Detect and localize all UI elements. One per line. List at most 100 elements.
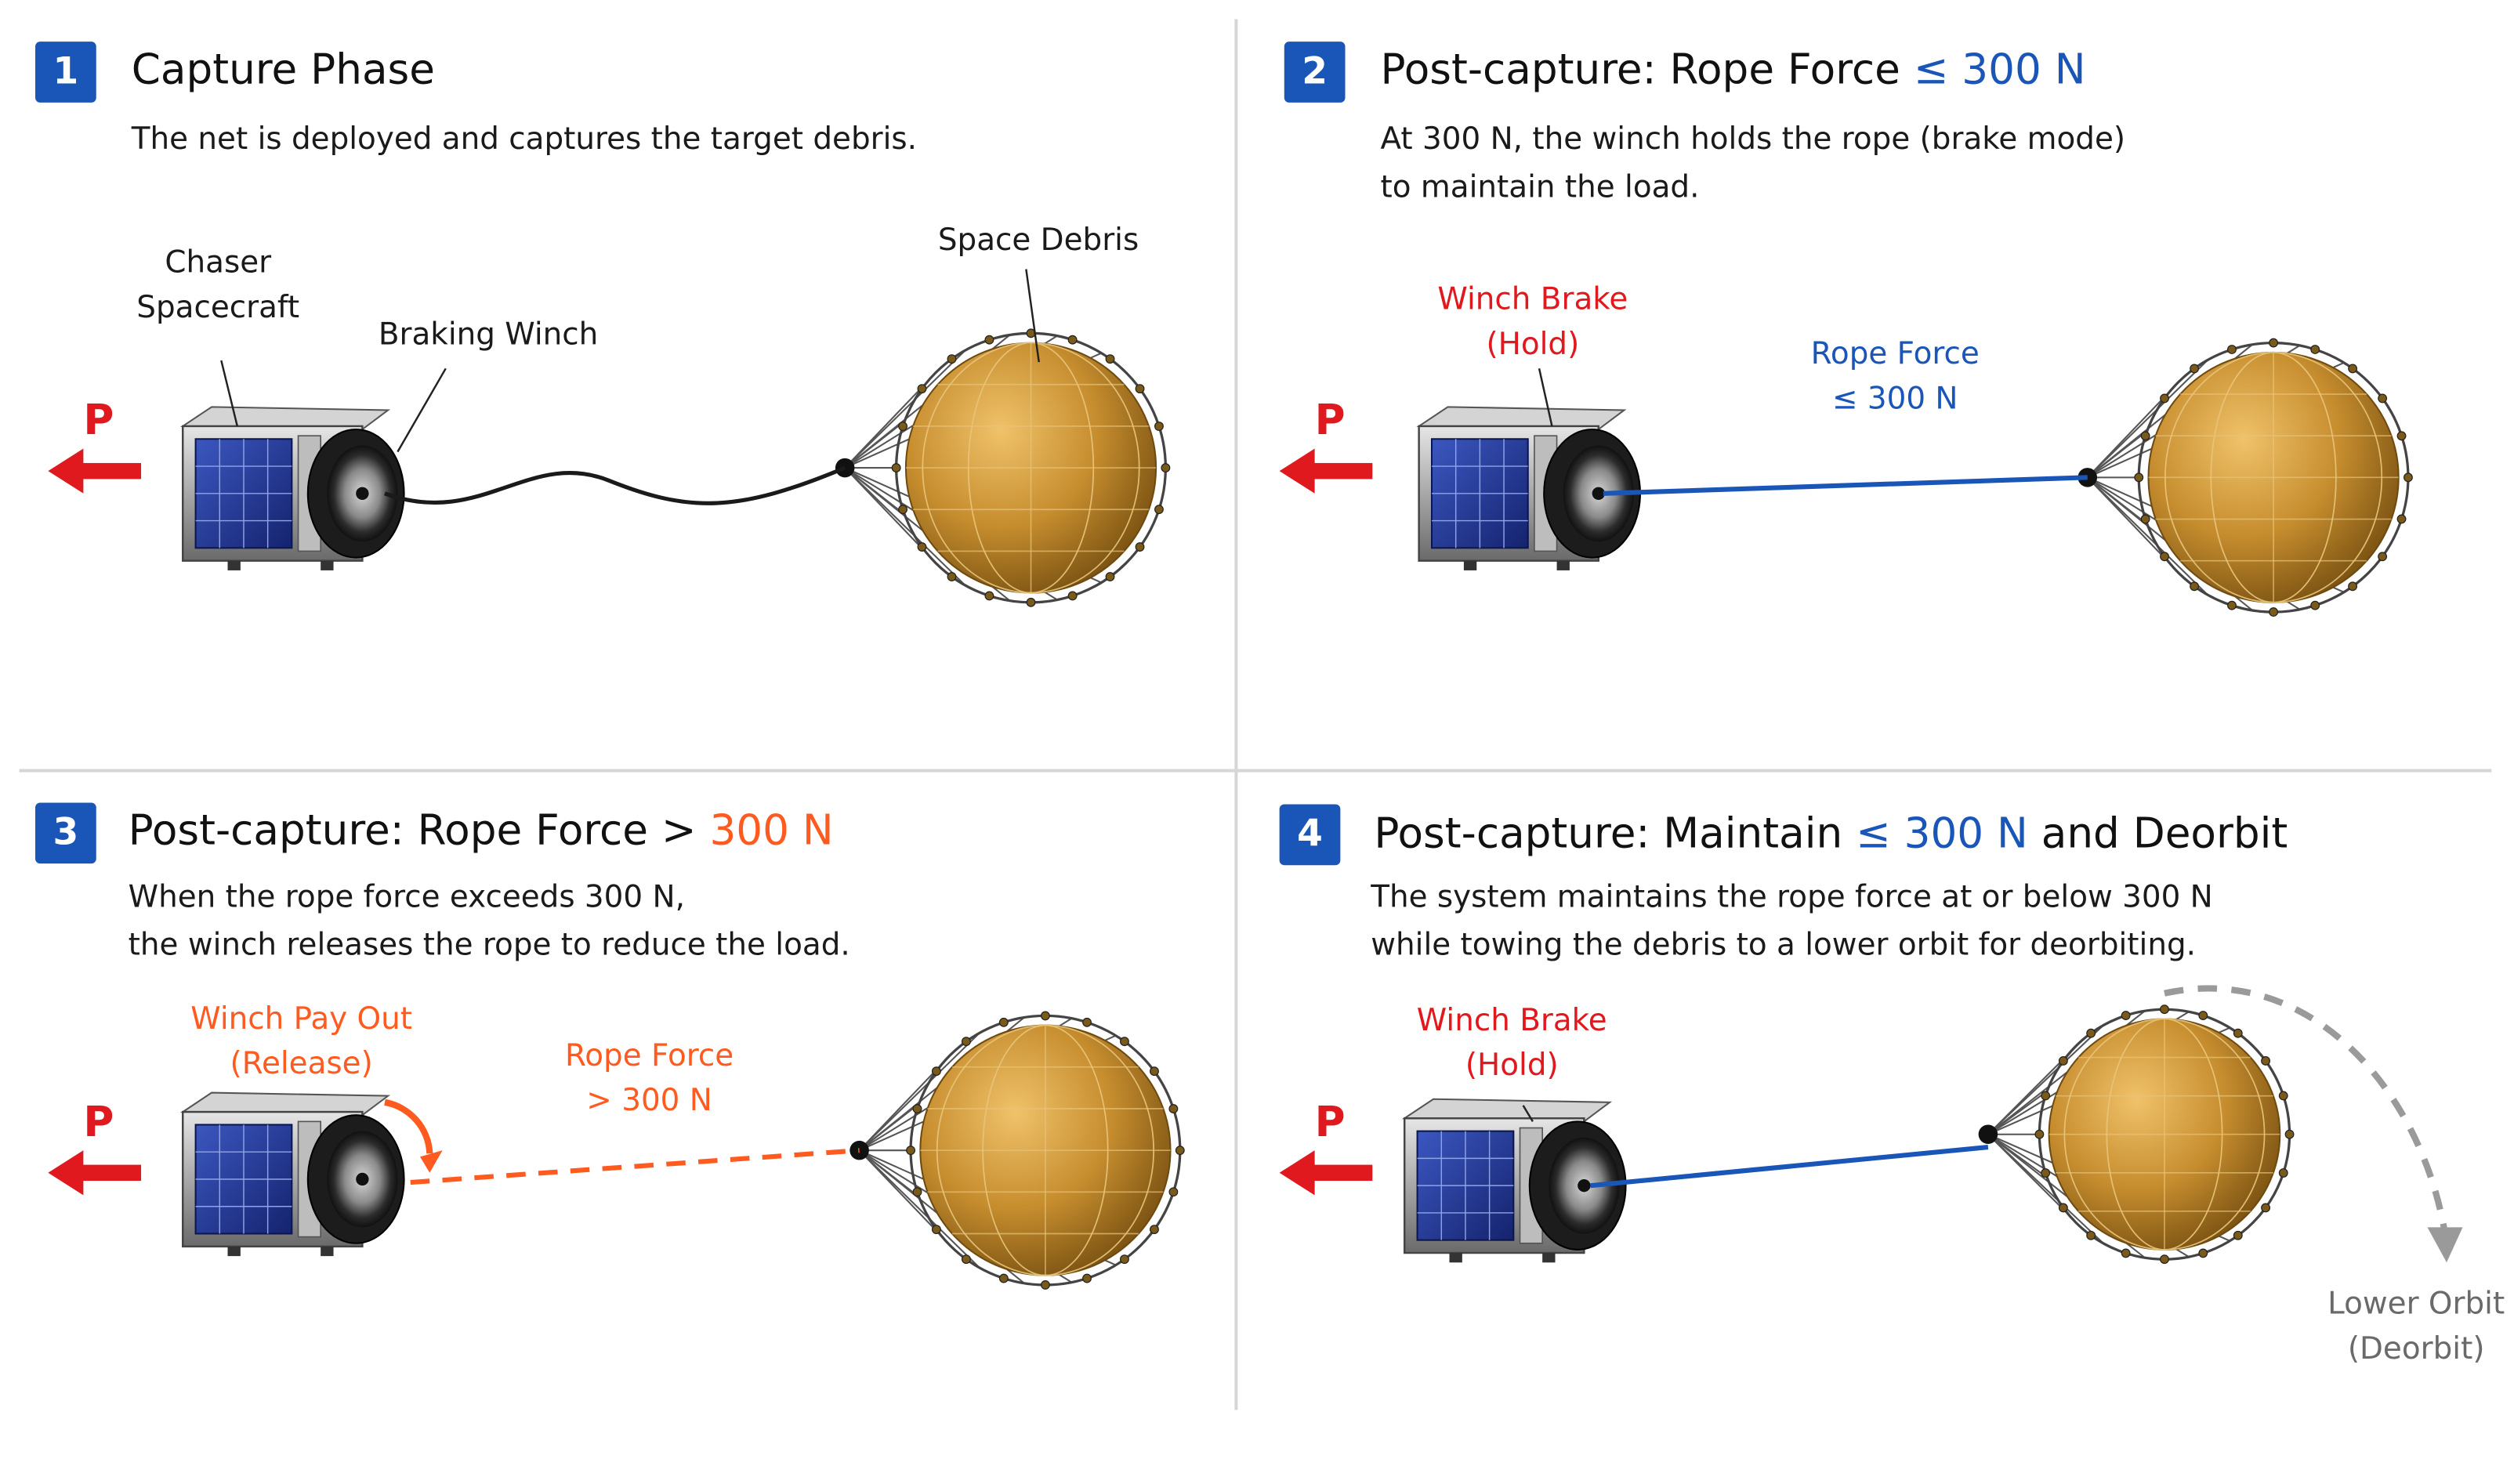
net-weight xyxy=(2227,600,2237,610)
net-weight xyxy=(931,1225,941,1235)
net-weight xyxy=(1175,1146,1185,1156)
hold-scene xyxy=(1279,338,2413,617)
title-prefix: Post-capture: Maintain xyxy=(1374,810,1857,860)
leader-line xyxy=(220,360,238,427)
net-weight xyxy=(2396,431,2407,441)
arrow-shaft xyxy=(74,1164,142,1182)
chaser-spacecraft xyxy=(179,406,405,570)
diagram-stage: 1 Capture Phase The net is deployed and … xyxy=(0,0,2505,1410)
release-scene xyxy=(48,1011,1185,1290)
step-number: 3 xyxy=(53,812,79,854)
rope-force-label: Rope Force > 300 N xyxy=(561,1033,737,1124)
tether-rope xyxy=(384,465,846,505)
net-weight xyxy=(2041,1168,2051,1178)
net-cord xyxy=(1987,1024,2104,1135)
net-cord xyxy=(2087,476,2172,566)
orbit-line-2: (Deorbit) xyxy=(2347,1331,2485,1367)
tether-rope-taut xyxy=(1603,475,2088,496)
vertical-divider xyxy=(1234,19,1238,1410)
net-weight xyxy=(2190,581,2200,592)
net-weight xyxy=(2121,1011,2131,1020)
net-weight xyxy=(1168,1187,1179,1197)
net-weight xyxy=(912,1104,922,1114)
net-weight xyxy=(2134,472,2144,483)
panel-capture-phase: 1 Capture Phase The net is deployed and … xyxy=(0,0,1234,715)
leader-line xyxy=(397,367,447,453)
net-weight xyxy=(2160,552,2169,562)
horizontal-divider xyxy=(19,769,2492,773)
net-cord xyxy=(2087,476,2208,595)
winch-line-1: Winch Brake xyxy=(1437,281,1628,317)
space-debris xyxy=(1978,1004,2295,1265)
net-weight xyxy=(1120,1037,1129,1047)
net-weight xyxy=(2284,1129,2295,1139)
net-weight xyxy=(912,1187,922,1197)
desc-line-2: to maintain the load. xyxy=(1380,169,1700,205)
pull-arrow-icon xyxy=(48,448,142,494)
net-weight xyxy=(2058,1056,2068,1066)
space-debris xyxy=(835,328,1171,607)
net-weight xyxy=(2140,431,2150,441)
panel-rope-force-release: 3 Post-capture: Rope Force > 300 N When … xyxy=(0,769,1234,1484)
net-weight xyxy=(2378,393,2388,404)
net-weight xyxy=(2121,1248,2131,1258)
leader-line xyxy=(1025,269,1040,363)
rope-line-2: ≤ 300 N xyxy=(1831,381,1958,417)
pull-arrow-icon xyxy=(1279,1150,1373,1196)
winch-line-2: (Hold) xyxy=(1465,1048,1559,1084)
arrow-head xyxy=(48,1150,84,1196)
foot xyxy=(321,1246,334,1257)
deorbit-path xyxy=(2164,985,2449,1235)
braking-winch-label: Braking Winch xyxy=(378,317,599,353)
net-cord xyxy=(858,1149,980,1269)
net-weight xyxy=(2278,1168,2288,1178)
panel-description: The system maintains the rope force at o… xyxy=(1371,873,2213,969)
pull-arrow-icon xyxy=(1279,448,1373,494)
desc-line-1: When the rope force exceeds 300 N, xyxy=(128,879,685,915)
step-badge-1: 1 xyxy=(35,42,96,103)
winch-pay-out-label: Winch Pay Out (Release) xyxy=(189,997,413,1087)
net-weight xyxy=(998,1273,1009,1283)
title-suffix: and Deorbit xyxy=(2027,810,2288,860)
net-weight xyxy=(931,1066,941,1077)
rope-line-1: Rope Force xyxy=(1810,336,1980,372)
desc-line-2: while towing the debris to a lower orbit… xyxy=(1371,927,2197,963)
net-weight xyxy=(1168,1104,1179,1114)
net-weight xyxy=(1154,422,1164,431)
net-weight xyxy=(2034,1129,2045,1139)
desc-line-1: At 300 N, the winch holds the rope (brak… xyxy=(1380,121,2126,157)
net-weight xyxy=(2140,514,2150,524)
net-weight xyxy=(2261,1203,2271,1213)
net-weight xyxy=(917,384,927,394)
net-weight xyxy=(2404,472,2413,483)
panel-title: Post-capture: Rope Force ≤ 300 N xyxy=(1381,46,2086,94)
chaser-spacecraft xyxy=(1401,1098,1627,1263)
net-weight xyxy=(2058,1203,2068,1213)
panel-title: Post-capture: Rope Force > 300 N xyxy=(129,808,834,856)
net-weight xyxy=(2227,345,2237,354)
foot xyxy=(1463,560,1477,570)
net-weight xyxy=(2310,345,2320,354)
net-weight xyxy=(2233,1028,2243,1038)
net-weight xyxy=(1150,1225,1159,1235)
net-cord xyxy=(844,467,905,516)
arrow-shaft xyxy=(74,462,142,480)
net-weight xyxy=(1067,591,1078,601)
net-weight xyxy=(1135,542,1145,552)
net-cord xyxy=(2087,476,2148,525)
net-cord xyxy=(1987,1133,2070,1217)
net-weight xyxy=(2160,393,2169,404)
capture-scene xyxy=(48,269,1171,607)
net-weight xyxy=(1105,354,1115,364)
winch-hub xyxy=(1592,487,1605,500)
title-threshold: ≤ 300 N xyxy=(1913,46,2086,95)
net-cord xyxy=(844,349,966,469)
title-threshold: ≤ 300 N xyxy=(1856,810,2028,860)
winch-line-1: Winch Pay Out xyxy=(190,1001,412,1037)
arrow-head xyxy=(1279,1150,1315,1196)
winch-line-2: (Hold) xyxy=(1486,327,1580,363)
net-weight xyxy=(2310,600,2320,610)
foot xyxy=(1542,1253,1556,1263)
net-weight xyxy=(961,1254,971,1265)
deorbit-scene xyxy=(1279,985,2463,1265)
